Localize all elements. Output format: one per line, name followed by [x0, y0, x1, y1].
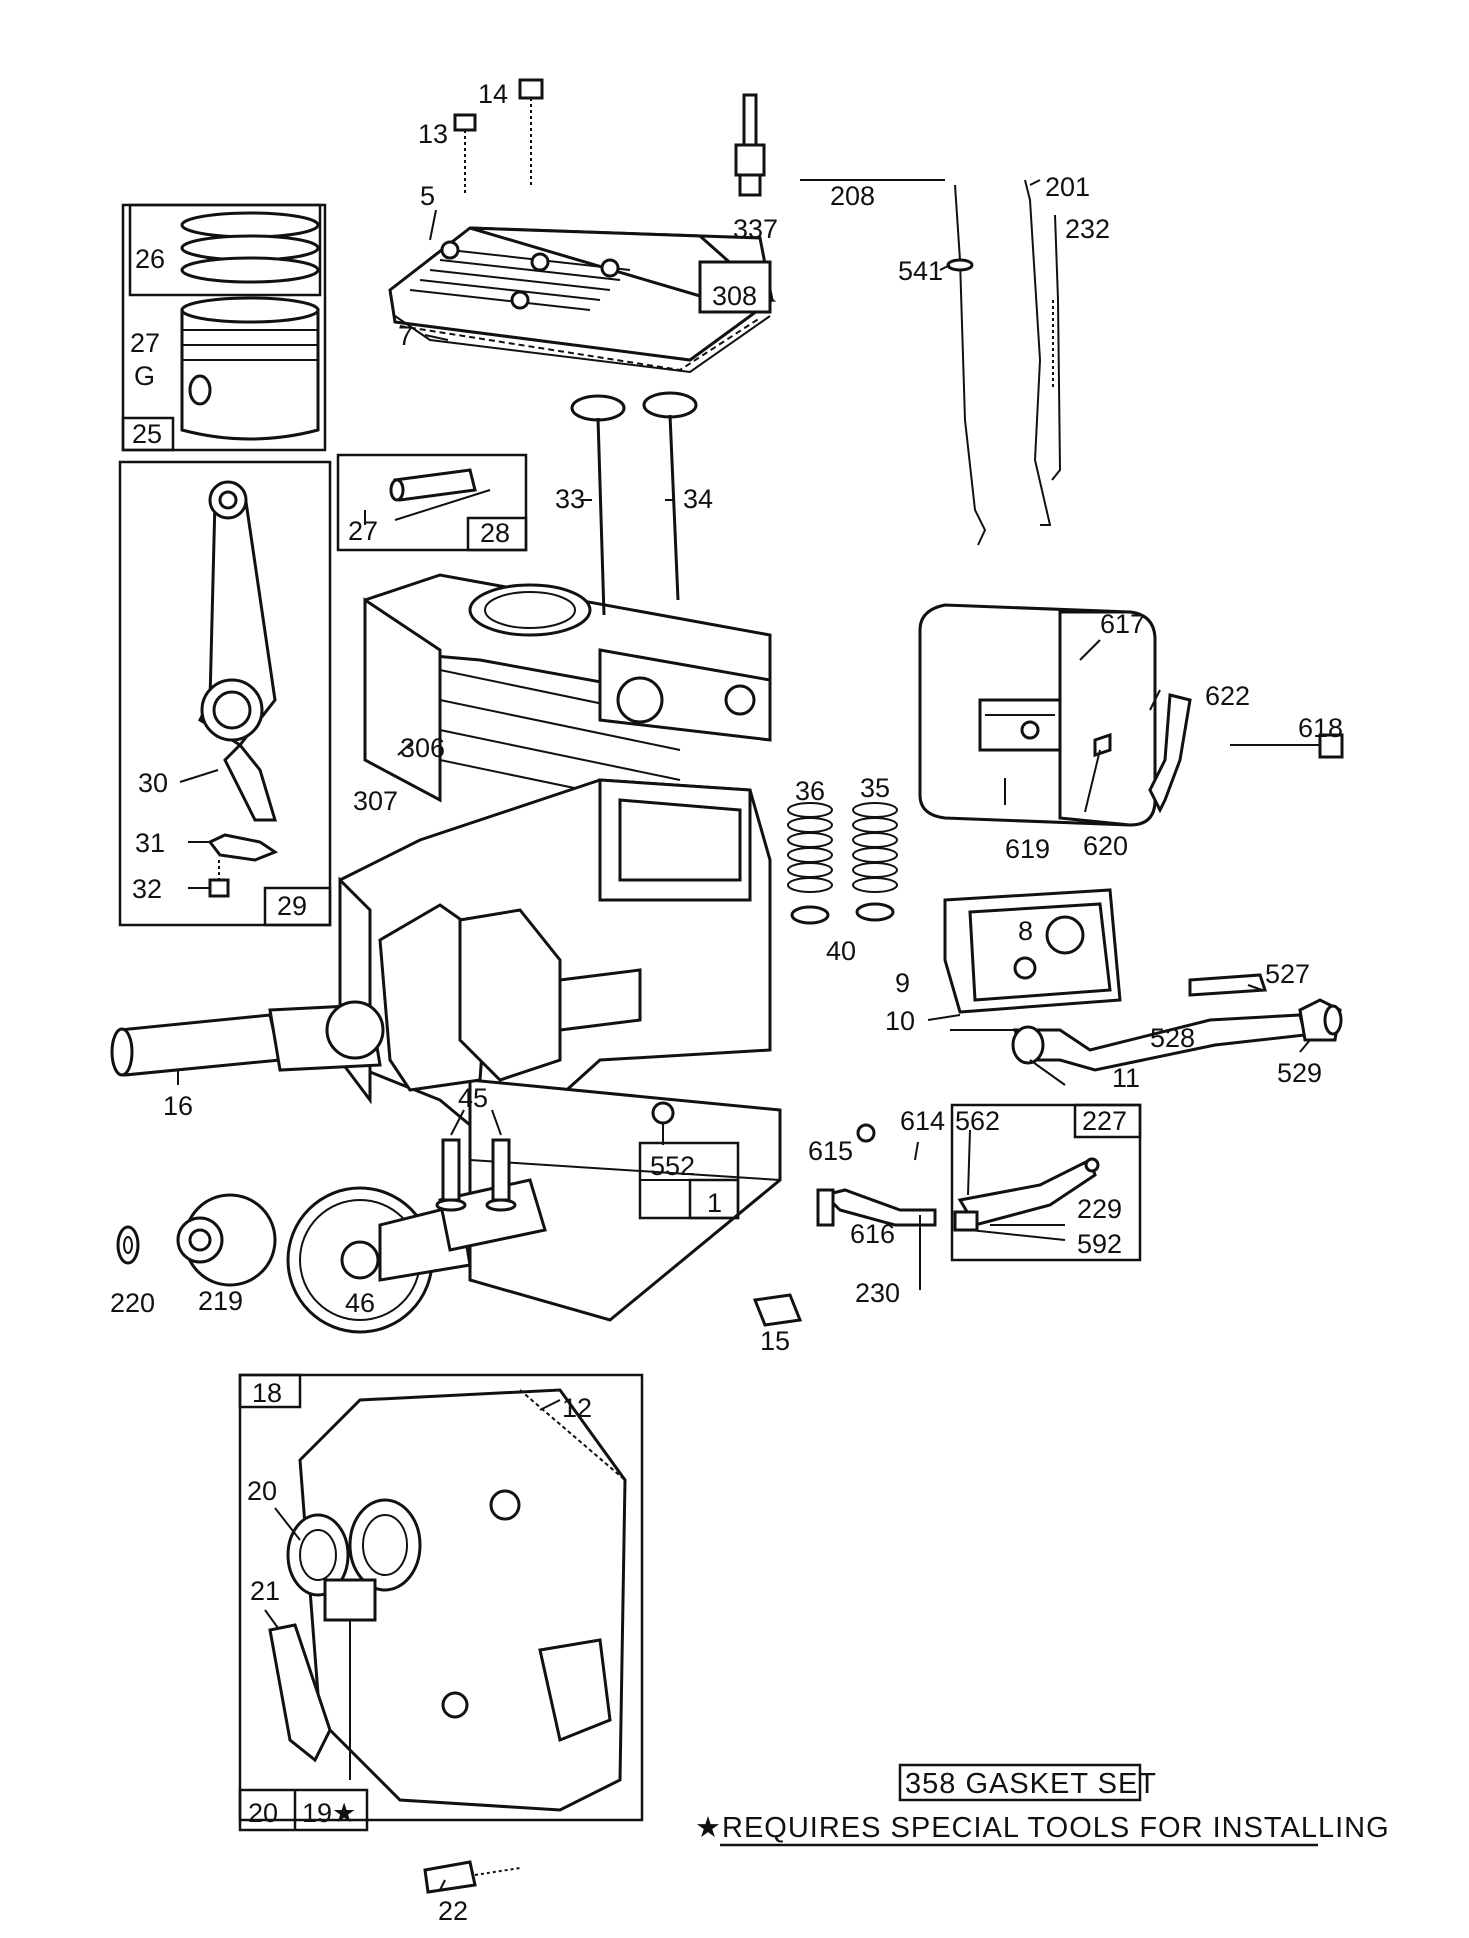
label-10: 10	[885, 1006, 915, 1036]
tappets	[435, 1138, 517, 1212]
label-28: 28	[480, 518, 510, 548]
label-32: 32	[132, 874, 162, 904]
label-25: 25	[132, 419, 162, 449]
label-30: 30	[138, 768, 168, 798]
governor-gear	[176, 1193, 277, 1287]
control-lever-group	[816, 1103, 1142, 1262]
label-529: 529	[1277, 1058, 1322, 1088]
label-45: 45	[458, 1083, 488, 1113]
label-5: 5	[420, 181, 435, 211]
label-619: 619	[1005, 834, 1050, 864]
label-13: 13	[418, 119, 448, 149]
air-cleaner	[918, 603, 1344, 827]
label-615: 615	[808, 1136, 853, 1166]
label-337: 337	[733, 214, 778, 244]
label-229: 229	[1077, 1194, 1122, 1224]
drain-plug	[752, 1293, 803, 1327]
label-614: 614	[900, 1106, 945, 1136]
label-232: 232	[1065, 214, 1110, 244]
leader-lines	[177, 179, 1311, 1891]
label-306: 306	[400, 733, 445, 763]
label-552: 552	[650, 1151, 695, 1181]
label-1: 1	[707, 1188, 722, 1218]
label-20a: 20	[247, 1476, 277, 1506]
breather-tube	[1011, 973, 1343, 1072]
label-617: 617	[1100, 609, 1145, 639]
label-592: 592	[1077, 1229, 1122, 1259]
label-562: 562	[955, 1106, 1000, 1136]
valve-spring-35	[852, 802, 898, 922]
label-616: 616	[850, 1219, 895, 1249]
breather-assembly	[943, 888, 1122, 1014]
special-tools-note: ★REQUIRES SPECIAL TOOLS FOR INSTALLING	[695, 1812, 1390, 1844]
label-308: 308	[712, 281, 757, 311]
label-27b: 27	[348, 516, 378, 546]
label-8: 8	[1018, 916, 1033, 946]
label-29: 29	[277, 891, 307, 921]
label-227: 227	[1082, 1106, 1127, 1136]
label-35: 35	[860, 773, 890, 803]
label-21: 21	[250, 1576, 280, 1606]
label-12: 12	[562, 1393, 592, 1423]
label-11: 11	[1112, 1063, 1140, 1093]
label-307: 307	[353, 786, 398, 816]
label-620: 620	[1083, 831, 1128, 861]
label-230: 230	[855, 1278, 900, 1308]
label-16: 16	[163, 1091, 193, 1121]
label-201: 201	[1045, 172, 1090, 202]
notes: 358 GASKET SET ★REQUIRES SPECIAL TOOLS F…	[695, 1763, 1390, 1847]
label-18: 18	[252, 1378, 282, 1408]
intake-valve	[570, 394, 626, 616]
label-46: 46	[345, 1288, 375, 1318]
label-31: 31	[135, 828, 165, 858]
label-27a: 27	[130, 328, 160, 358]
connecting-rod-group	[118, 460, 332, 927]
label-527: 527	[1265, 959, 1310, 989]
label-33: 33	[555, 484, 585, 514]
label-208: 208	[830, 181, 875, 211]
head-bolt-13	[453, 113, 477, 195]
exhaust-valve	[642, 391, 698, 601]
label-27-glyph: G	[134, 361, 155, 391]
label-541: 541	[898, 256, 943, 286]
label-40: 40	[826, 936, 856, 966]
valve-spring-36	[787, 802, 833, 925]
label-26: 26	[135, 244, 165, 274]
label-220: 220	[110, 1288, 155, 1318]
head-bolt-14	[518, 78, 544, 185]
label-15: 15	[760, 1326, 790, 1356]
label-9: 9	[895, 968, 910, 998]
piston-rings-group	[121, 203, 327, 452]
callout-labels: 5 7 13 14 308 337 208 201 232 541 26 27 …	[110, 79, 1343, 1926]
thrust-washer	[116, 1225, 140, 1265]
governor-links	[946, 179, 1062, 546]
label-618: 618	[1298, 713, 1343, 743]
label-7: 7	[398, 321, 413, 351]
piston-pin-group	[336, 453, 528, 552]
label-36: 36	[795, 776, 825, 806]
label-20b: 20	[248, 1798, 278, 1828]
label-34: 34	[683, 484, 713, 514]
label-528: 528	[1150, 1023, 1195, 1053]
crankshaft	[110, 903, 642, 1092]
label-14: 14	[478, 79, 508, 109]
label-622: 622	[1205, 681, 1250, 711]
label-22: 22	[438, 1896, 468, 1926]
gasket-set-note: 358 GASKET SET	[905, 1768, 1157, 1800]
label-19-star: 19★	[302, 1798, 356, 1828]
label-219: 219	[198, 1286, 243, 1316]
crankcase-cover-group	[238, 1373, 644, 1894]
cylinder-head	[388, 226, 777, 374]
spark-plug	[734, 93, 766, 197]
